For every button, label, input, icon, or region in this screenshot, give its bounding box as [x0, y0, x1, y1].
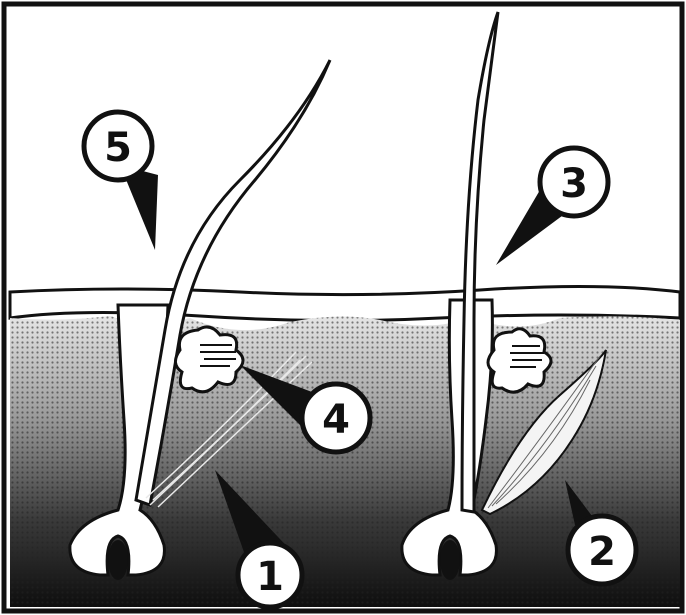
callout-4: 4 — [302, 384, 370, 452]
callout-2-label: 2 — [588, 529, 616, 575]
callout-3-label: 3 — [560, 161, 588, 207]
callout-3: 3 — [540, 148, 608, 216]
callout-1: 1 — [238, 543, 302, 607]
callout-1-label: 1 — [256, 554, 284, 600]
callout-5-label: 5 — [104, 125, 132, 171]
callout-5: 5 — [84, 112, 152, 180]
callout-4-label: 4 — [322, 397, 350, 443]
papilla-right — [440, 540, 460, 580]
papilla-left — [108, 540, 128, 580]
callout-2: 2 — [568, 516, 636, 584]
